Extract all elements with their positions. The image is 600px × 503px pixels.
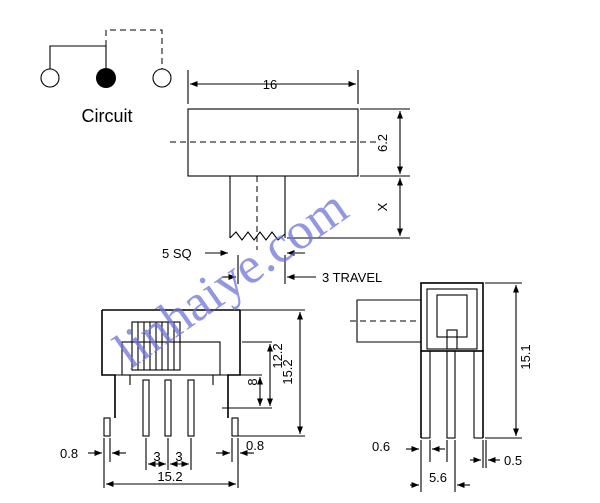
dim-3-travel: 3 TRAVEL bbox=[322, 270, 382, 285]
dim-0-8-left: 0.8 bbox=[60, 446, 78, 461]
circuit-label: Circuit bbox=[81, 106, 132, 126]
dim-8: 8 bbox=[245, 378, 260, 385]
dim-15-2-bottom: 15.2 bbox=[157, 469, 182, 484]
dim-15-2-right: 15.2 bbox=[280, 359, 295, 384]
dim-5-6: 5.6 bbox=[429, 470, 447, 485]
dim-12-2: 12.2 bbox=[270, 343, 285, 368]
break-line bbox=[229, 231, 286, 241]
dim-15-1: 15.1 bbox=[518, 344, 533, 369]
dim-height-6-2: 6.2 bbox=[375, 134, 390, 152]
circuit-terminal-right bbox=[152, 68, 172, 88]
circuit-terminal-left bbox=[40, 68, 60, 88]
watermark-text: linhaiye.com bbox=[104, 178, 358, 380]
dim-0-5: 0.5 bbox=[504, 453, 522, 468]
dim-0-6: 0.6 bbox=[372, 439, 390, 454]
top-view bbox=[170, 70, 410, 284]
dim-width-16: 16 bbox=[263, 77, 277, 92]
switch-body-top bbox=[187, 108, 359, 177]
dim-0-8-right: 0.8 bbox=[246, 438, 264, 453]
dim-3-a: 3 bbox=[153, 449, 160, 464]
side-view bbox=[350, 282, 522, 492]
dim-3-b: 3 bbox=[175, 449, 182, 464]
circuit-terminal-common bbox=[96, 68, 116, 88]
circuit-symbol bbox=[40, 29, 172, 88]
dim-x: X bbox=[375, 202, 390, 211]
pins bbox=[103, 379, 239, 437]
front-view bbox=[88, 309, 305, 488]
dim-5-sq: 5 SQ bbox=[162, 246, 192, 261]
